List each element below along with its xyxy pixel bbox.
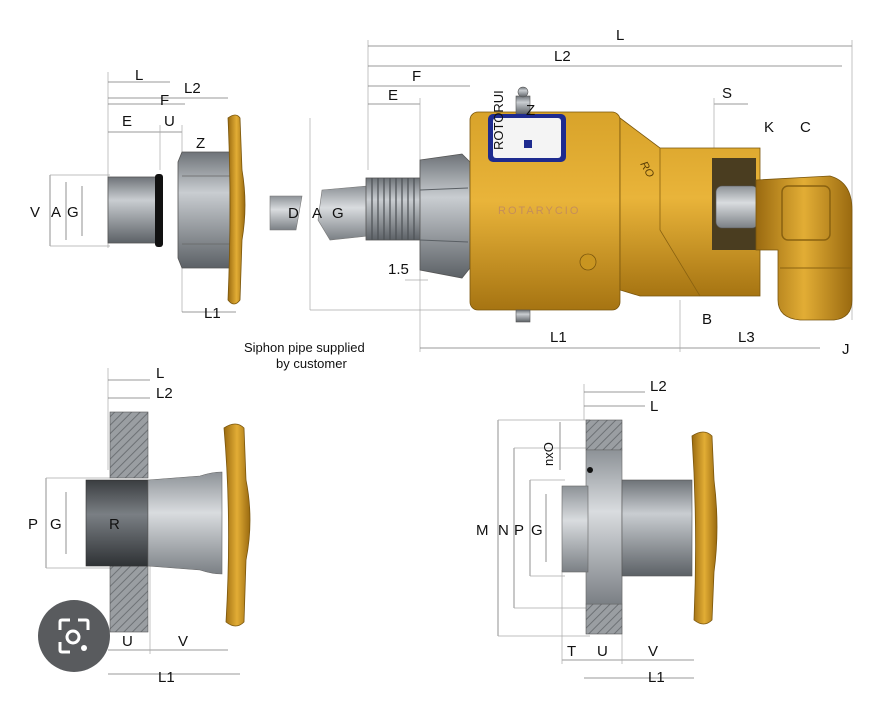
label-V: V xyxy=(30,204,40,221)
label-L3: L3 xyxy=(738,329,755,346)
label-S: S xyxy=(722,85,732,102)
body-engraving: ROTARYCIO xyxy=(498,205,580,217)
gold-flange-bl xyxy=(223,423,251,627)
label-A: A xyxy=(51,204,61,221)
caption-line-2: by customer xyxy=(276,356,347,371)
o-ring xyxy=(155,174,163,247)
label-L-bl: L xyxy=(156,365,164,382)
flange-bottom-section xyxy=(585,603,623,635)
label-M: M xyxy=(476,522,489,539)
threaded-bore xyxy=(85,479,149,567)
label-K: K xyxy=(764,119,774,136)
label-L1-a: L1 xyxy=(204,305,221,322)
label-G: G xyxy=(67,204,79,221)
image-search-button[interactable] xyxy=(38,600,110,672)
pipe-nipple xyxy=(107,176,161,244)
label-G-bl: G xyxy=(50,516,62,533)
top-left-view: L L2 F E U Z V A G L1 xyxy=(30,67,246,322)
label-F: F xyxy=(160,92,169,109)
label-L-br: L xyxy=(650,398,658,415)
hex-nut-main xyxy=(419,153,471,279)
label-D: D xyxy=(288,205,299,222)
label-B: B xyxy=(702,311,712,328)
label-L1-bl: L1 xyxy=(158,669,175,686)
lens-icon xyxy=(58,618,90,654)
label-L1-br: L1 xyxy=(648,669,665,686)
label-P-bl: P xyxy=(28,516,38,533)
flange-top-section xyxy=(585,419,623,451)
bottom-left-view: L L2 P G R U V L1 xyxy=(28,365,251,686)
siphon-pipe-segment-2 xyxy=(317,185,369,241)
label-P-br: P xyxy=(514,522,524,539)
label-L2-br: L2 xyxy=(650,378,667,395)
bottom-plug xyxy=(515,309,531,323)
label-E-top: E xyxy=(388,87,398,104)
threaded-shank xyxy=(365,177,423,241)
label-R: R xyxy=(109,516,120,533)
label-G-br: G xyxy=(531,522,543,539)
gold-flange-br xyxy=(691,431,718,625)
label-L2: L2 xyxy=(184,80,201,97)
label-Z: Z xyxy=(196,135,205,152)
label-J: J xyxy=(842,341,850,358)
label-E: E xyxy=(122,113,132,130)
label-G-top: G xyxy=(332,205,344,222)
label-U: U xyxy=(164,113,175,130)
caption-line-1: Siphon pipe supplied xyxy=(244,340,365,355)
siphon-pipe-segment-1 xyxy=(269,195,303,231)
spigot xyxy=(561,485,589,573)
pipe-body-bl xyxy=(147,471,223,575)
label-A-top: A xyxy=(312,205,322,222)
label-L1-top: L1 xyxy=(550,329,567,346)
flange-upper-section xyxy=(109,411,149,479)
label-F-top: F xyxy=(412,68,421,85)
label-V-br: V xyxy=(648,643,658,660)
pipe-body-br xyxy=(621,479,693,577)
label-gap: 1.5 xyxy=(388,261,409,278)
hex-nut xyxy=(177,151,231,269)
label-V-bl: V xyxy=(178,633,188,650)
label-T: T xyxy=(567,643,576,660)
flange-lower-section xyxy=(109,565,149,633)
elbow-fitting xyxy=(755,175,853,321)
label-nxO: nxO xyxy=(541,442,556,466)
body-screw xyxy=(579,253,597,271)
label-C: C xyxy=(800,119,811,136)
label-N: N xyxy=(498,522,509,539)
label-L: L xyxy=(135,67,143,84)
flange-disc xyxy=(585,449,623,605)
inner-tube xyxy=(715,185,759,229)
top-right-assembly: ROTORUI ROTARYCIO RO L L2 F E Z S K C D … xyxy=(244,27,853,371)
badge-text: ROTORUI xyxy=(491,90,506,150)
label-Z-top: Z xyxy=(526,102,535,119)
bottom-right-view: L2 L M N P G nxO T U V L1 xyxy=(476,378,718,686)
label-U-bl: U xyxy=(122,633,133,650)
label-L-top: L xyxy=(616,27,624,44)
label-L2-top: L2 xyxy=(554,48,571,65)
label-U-br: U xyxy=(597,643,608,660)
gold-flange-top-left xyxy=(227,114,246,305)
label-L2-bl: L2 xyxy=(156,385,173,402)
